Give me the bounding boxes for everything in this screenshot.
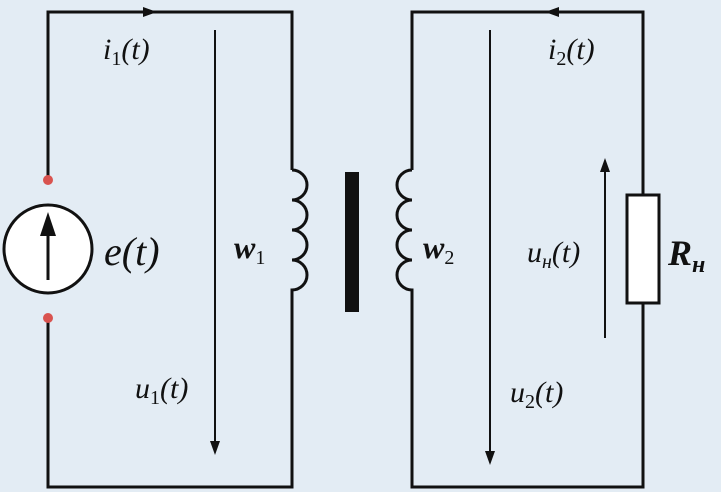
w2-label: w2	[423, 229, 454, 269]
w1-label: w1	[234, 229, 265, 269]
primary-bottom-wire	[46, 305, 294, 489]
primary-winding	[290, 168, 309, 305]
secondary-bottom-wire	[410, 303, 645, 489]
transformer-core	[345, 172, 359, 312]
i1-label: i1(t)	[103, 33, 150, 70]
rn-label: Rн	[667, 233, 705, 278]
voltage-source	[2, 175, 94, 323]
u1-label: u1(t)	[135, 372, 188, 409]
primary-top-wire	[46, 10, 294, 180]
un-label: uн(t)	[527, 236, 580, 273]
source-terminal-top	[43, 175, 53, 185]
load-resistor	[625, 193, 661, 305]
secondary-winding	[395, 168, 414, 305]
secondary-circuit	[410, 10, 645, 489]
source-terminal-bottom	[43, 313, 53, 323]
source-arrow-head	[40, 212, 56, 236]
secondary-top-wire	[410, 10, 645, 195]
e-label: e(t)	[104, 229, 160, 274]
u2-label: u2(t)	[510, 376, 563, 413]
primary-circuit	[46, 10, 294, 489]
i2-label: i2(t)	[548, 33, 595, 70]
